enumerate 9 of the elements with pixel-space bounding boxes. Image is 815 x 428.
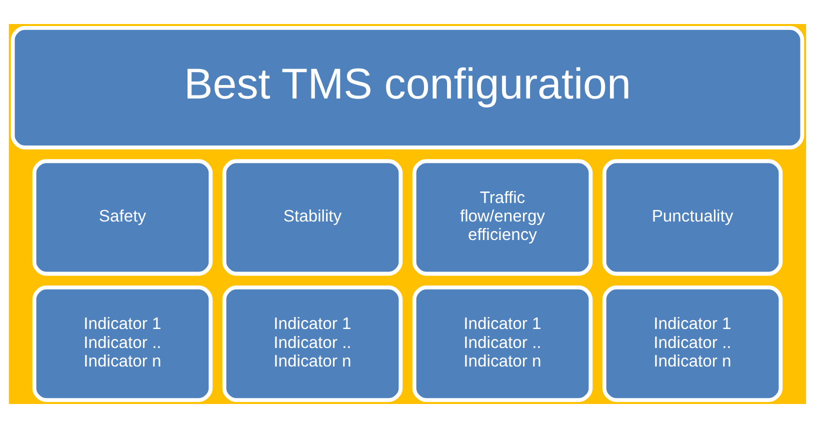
node-box: Indicator 1 Indicator .. Indicator n: [32, 286, 213, 402]
node-box: Stability: [222, 159, 403, 276]
node-box: Traffic flow/energy efficiency: [412, 159, 593, 276]
node-box: Indicator 1 Indicator .. Indicator n: [412, 286, 593, 402]
node-box: Best TMS configuration: [10, 26, 804, 150]
node-box: Indicator 1 Indicator .. Indicator n: [602, 286, 783, 402]
node-box: Punctuality: [602, 159, 783, 276]
node-box: Indicator 1 Indicator .. Indicator n: [222, 286, 403, 402]
node-box: Safety: [32, 159, 213, 276]
